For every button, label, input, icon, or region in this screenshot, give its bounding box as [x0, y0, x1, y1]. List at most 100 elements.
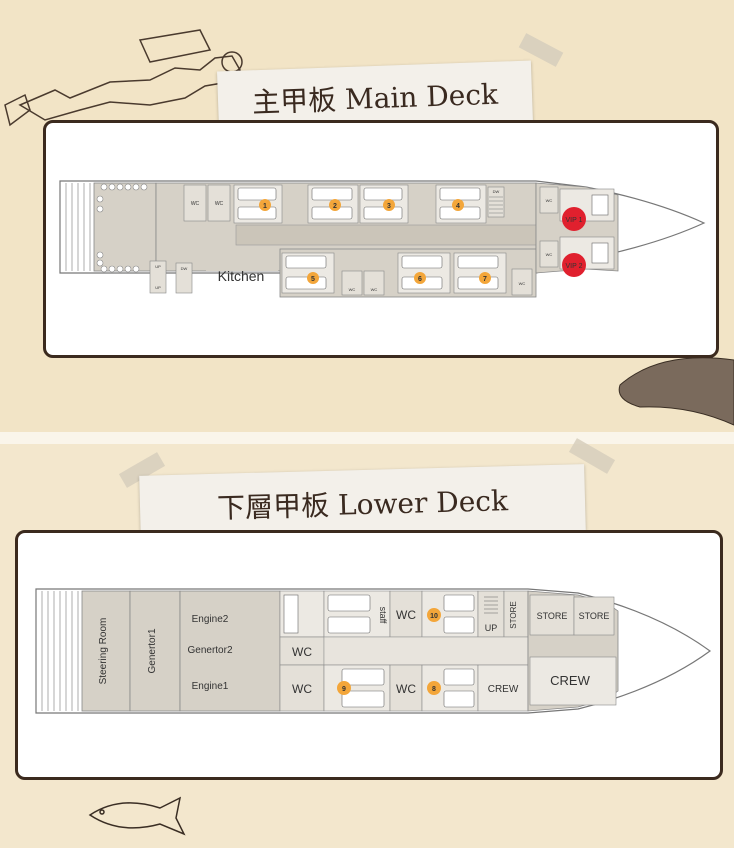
kitchen-label: Kitchen	[218, 268, 265, 284]
vip-1-label: VIP 1	[566, 217, 583, 224]
up-label: UP	[155, 264, 161, 269]
engine2-label: Engine2	[192, 614, 229, 625]
wc-room	[279, 636, 325, 666]
dw-stairs	[487, 186, 505, 218]
up-stairs	[149, 260, 167, 294]
cabin-3-label: 3	[387, 203, 391, 210]
wc-label: WC	[215, 201, 224, 207]
crew-room	[477, 664, 529, 712]
bed	[443, 690, 475, 708]
bed	[443, 668, 475, 686]
wc-room	[279, 664, 325, 712]
kitchen-area	[206, 249, 278, 271]
dw-label: DW	[181, 266, 188, 271]
wc-label: WC	[546, 252, 553, 257]
wc-room	[539, 186, 559, 214]
cabin-4-marker[interactable]	[452, 199, 464, 211]
up-label: UP	[155, 285, 161, 290]
wc-label: WC	[396, 682, 416, 696]
cabin-8-marker[interactable]	[427, 681, 441, 695]
wc-label: WC	[371, 287, 378, 292]
engine-room	[179, 590, 281, 712]
crew-room	[529, 656, 617, 706]
wc-label: WC	[292, 682, 312, 696]
beds	[237, 187, 481, 220]
wc-label: WC	[191, 201, 200, 207]
wc-room	[539, 240, 559, 268]
wc-room	[389, 664, 423, 712]
wc-label: WC	[349, 287, 356, 292]
wc-room	[183, 184, 207, 222]
lower-deck-panel: Steering Room Genertor1 Engine2 Genertor…	[15, 530, 723, 780]
cabin-10-label: 10	[430, 613, 438, 620]
cabin-4-label: 4	[456, 203, 460, 210]
rear-deck	[93, 182, 157, 272]
cabin-7-marker[interactable]	[479, 272, 491, 284]
staff-label: staff	[378, 607, 388, 624]
bed	[443, 616, 475, 634]
cabin-9-label: 9	[342, 686, 346, 693]
generator1-room	[129, 590, 181, 712]
main-deck-title: 主甲板 Main Deck	[251, 77, 499, 120]
cabin-5-label: 5	[311, 276, 315, 283]
store-room	[573, 596, 615, 636]
stern-stripes	[41, 591, 79, 711]
cabin-2-label: 2	[333, 203, 337, 210]
cabin-3-marker[interactable]	[383, 199, 395, 211]
vip-2-label: VIP 2	[566, 263, 583, 270]
cabin-1-label: 1	[263, 203, 267, 210]
main-deck-plan: WC WC 1 2 3 4 DW Kitchen	[59, 180, 706, 298]
cabin-2-marker[interactable]	[329, 199, 341, 211]
bed	[327, 616, 371, 634]
store-label: STORE	[579, 611, 610, 621]
vip-1-marker[interactable]	[562, 207, 586, 231]
vip-2-marker[interactable]	[562, 253, 586, 277]
cabin-8-label: 8	[432, 686, 436, 693]
wc-room	[341, 270, 363, 296]
steering-room-label: Steering Room	[98, 618, 109, 685]
bed	[341, 690, 385, 708]
bed	[591, 242, 609, 264]
dw-label: DW	[493, 189, 500, 194]
cabin-10-marker[interactable]	[427, 608, 441, 622]
bed	[443, 594, 475, 612]
dw-room	[175, 262, 193, 294]
up-label: UP	[485, 623, 498, 633]
wc-label: WC	[519, 281, 526, 286]
wc-label: WC	[292, 645, 312, 659]
manta-ray-illustration	[618, 357, 734, 426]
crew-label: CREW	[488, 684, 519, 695]
bed	[327, 594, 371, 612]
cabin-1-marker[interactable]	[259, 199, 271, 211]
store-room	[503, 590, 529, 638]
deck-seating	[96, 183, 148, 273]
wc-label: WC	[396, 608, 416, 622]
wc-label: WC	[546, 198, 553, 203]
section-divider	[0, 432, 734, 444]
lower-deck-plan: Steering Room Genertor1 Engine2 Genertor…	[35, 588, 712, 714]
wc-room	[363, 270, 385, 296]
cabin-6-marker[interactable]	[414, 272, 426, 284]
crew-label: CREW	[550, 673, 590, 688]
stair-lines	[484, 596, 498, 614]
cabin-9-marker[interactable]	[337, 681, 351, 695]
cabin-5-marker[interactable]	[307, 272, 319, 284]
wc-room	[207, 184, 231, 222]
cabin-7-label: 7	[483, 276, 487, 283]
store-room	[529, 594, 575, 636]
cabin-6-label: 6	[418, 276, 422, 283]
engine1-label: Engine1	[192, 681, 229, 692]
up-stairs	[477, 590, 505, 638]
wc-room	[511, 268, 533, 296]
corridor	[323, 636, 529, 666]
corridor	[235, 224, 537, 246]
wc-room	[389, 590, 423, 638]
lower-deck-title: 下層甲板 Lower Deck	[216, 484, 509, 525]
stair-lines	[489, 196, 503, 214]
main-deck-panel: WC WC 1 2 3 4 DW Kitchen	[43, 120, 719, 358]
stern-stripes	[65, 183, 91, 271]
store-label: STORE	[509, 601, 518, 628]
bed	[283, 594, 299, 634]
generator1-label: Genertor1	[147, 628, 158, 673]
store-label: STORE	[537, 611, 568, 621]
